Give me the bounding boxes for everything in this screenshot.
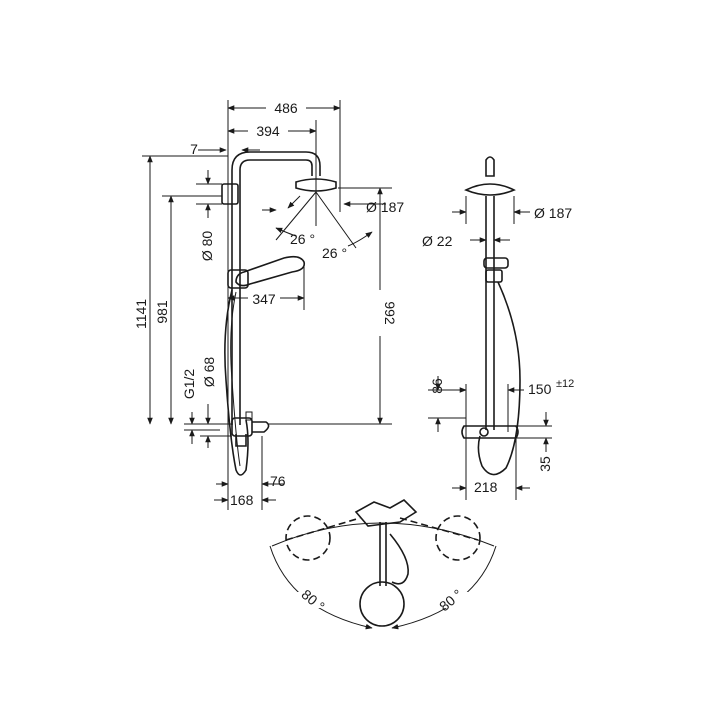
dim-arm-length: 394 [256, 123, 280, 139]
side-mixer [461, 425, 519, 439]
dim-center-tolerance: ±12 [556, 378, 574, 390]
dim-center-distance: 150 [528, 381, 552, 397]
dim-spout-depth: 168 [230, 492, 254, 508]
dim-height-offset: 86 [429, 378, 445, 394]
label-rotation-right: 80 ° [436, 586, 465, 614]
rotation-arc-right [391, 545, 497, 630]
top-view: 80 ° 80 ° [269, 499, 497, 630]
dim-riser-diameter: Ø 22 [422, 233, 453, 249]
rotation-arc-left [269, 545, 373, 630]
head-circle [359, 581, 405, 627]
dim-head-clearance: 992 [382, 301, 398, 325]
dim-mixer-width: 218 [474, 479, 498, 495]
rotation-reference-arc [271, 522, 495, 547]
dim-bracket-diameter: Ø 80 [199, 231, 215, 262]
wall-bracket [221, 183, 239, 205]
front-view: 486 394 7 1141 981 Ø 80 G1/2 Ø 68 [133, 100, 404, 510]
label-head-angle-left: 26 ° [290, 231, 315, 247]
overhead-shower-head [295, 176, 337, 194]
dim-head-diameter-side: Ø 187 [534, 205, 572, 221]
side-view: Ø 187 Ø 22 86 150 ±12 35 218 [422, 156, 574, 500]
label-head-angle-right: 26 ° [322, 245, 347, 261]
dim-mixer-height: 35 [537, 456, 553, 472]
dim-wall-offset: 7 [190, 141, 198, 157]
side-head [464, 156, 516, 196]
top-center-assembly [354, 499, 418, 627]
side-hose [477, 281, 521, 476]
hand-shower-position-right [435, 515, 481, 561]
dim-hand-shower-reach: 347 [252, 291, 276, 307]
mixer-body [231, 411, 270, 447]
dim-connection-diameter: Ø 68 [201, 357, 217, 388]
dim-height-total: 1141 [133, 299, 149, 329]
shower-arm [231, 151, 321, 176]
label-thread: G1/2 [181, 369, 197, 400]
dim-head-diameter-front: Ø 187 [366, 199, 404, 215]
dim-spout-projection: 76 [270, 473, 286, 489]
dim-height-head: 981 [154, 300, 170, 324]
spray-angle-right-line [315, 191, 357, 249]
shower-hose [224, 289, 249, 476]
dim-width-total: 486 [274, 100, 298, 116]
hand-shower-position-left [285, 515, 331, 561]
side-hand-shower [483, 257, 509, 283]
